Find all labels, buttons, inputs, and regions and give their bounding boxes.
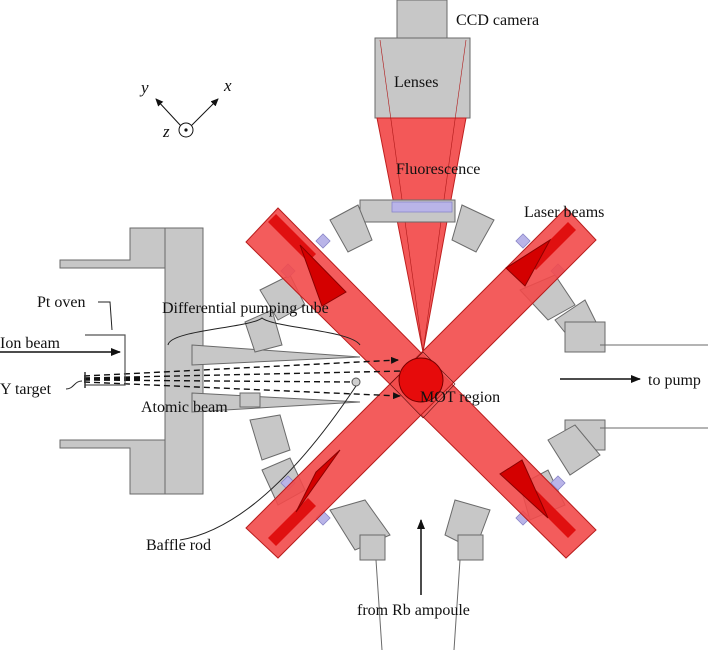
z-axis-dot (184, 128, 188, 132)
beam-core-ll (268, 498, 316, 546)
x-axis-arrow (190, 98, 219, 127)
label-y-target: Y target (0, 381, 52, 398)
label-pt-oven: Pt oven (37, 294, 85, 311)
mot-cloud (398, 357, 444, 403)
coordinate-axes: y x z (139, 76, 232, 141)
baffle-rod (351, 377, 361, 387)
window-ul-1 (315, 233, 331, 249)
pt-oven-box (85, 334, 126, 386)
ccd-camera (396, 0, 448, 39)
atomic-beam-ray-top (83, 356, 399, 377)
diff-tube-brace (167, 317, 361, 346)
y-target-leader (65, 380, 83, 390)
label-laser-beams: Laser beams (524, 204, 604, 221)
bottom-left-port (359, 534, 386, 561)
label-ion-beam: Ion beam (0, 335, 61, 352)
label-ccd-camera: CCD camera (456, 12, 539, 29)
label-from-rb: from Rb ampoule (357, 602, 470, 619)
window-ur-1 (515, 233, 531, 249)
atomic-beam-ray-bottom (83, 381, 401, 400)
rb-inlet-tube (375, 559, 461, 651)
right-lower-flange (547, 424, 601, 476)
left-chamber (59, 227, 361, 495)
z-axis-label: z (162, 122, 170, 141)
left-lower-flange (249, 414, 291, 461)
top-right-flange (451, 204, 495, 253)
fluorescence-ray-left (379, 39, 424, 353)
beam-arrow-lr (499, 459, 549, 519)
x-axis-label: x (223, 76, 232, 95)
label-to-pump: to pump (648, 372, 701, 389)
tube-mount (239, 392, 261, 408)
label-fluorescence: Fluorescence (396, 161, 480, 178)
lenses (374, 37, 471, 119)
top-window (391, 201, 453, 213)
lower-tube-wall (191, 392, 361, 413)
label-mot-region: MOT region (420, 389, 500, 406)
baffle-rod-leader (179, 385, 357, 541)
beam-arrow-ur (505, 238, 552, 287)
top-left-flange (329, 204, 373, 253)
pump-tube (600, 344, 708, 429)
beam-arrow-ul (299, 244, 347, 307)
left-upper-arm (59, 227, 166, 269)
window-lr-2 (550, 475, 566, 491)
label-lenses: Lenses (394, 74, 438, 91)
beam-arrow-ll (295, 449, 341, 513)
bottom-right-port (457, 534, 484, 561)
atomic-beam-ray-mid1 (83, 370, 405, 379)
label-atomic-beam: Atomic beam (141, 399, 228, 416)
label-diff-pumping-tube: Differential pumping tube (162, 300, 329, 317)
y-axis-arrow (155, 98, 182, 127)
right-port-upper (564, 321, 606, 353)
fluorescence-ray-right (422, 39, 467, 353)
differential-pumping-tube (191, 344, 361, 366)
fluorescence-cone (376, 117, 467, 353)
pt-oven-leader (98, 301, 113, 331)
y-axis-label: y (139, 78, 149, 97)
left-upper-flange-inner (244, 309, 283, 353)
label-baffle-rod: Baffle rod (146, 537, 211, 554)
atomic-beam-lines (83, 356, 405, 400)
left-lower-arm (59, 439, 166, 495)
